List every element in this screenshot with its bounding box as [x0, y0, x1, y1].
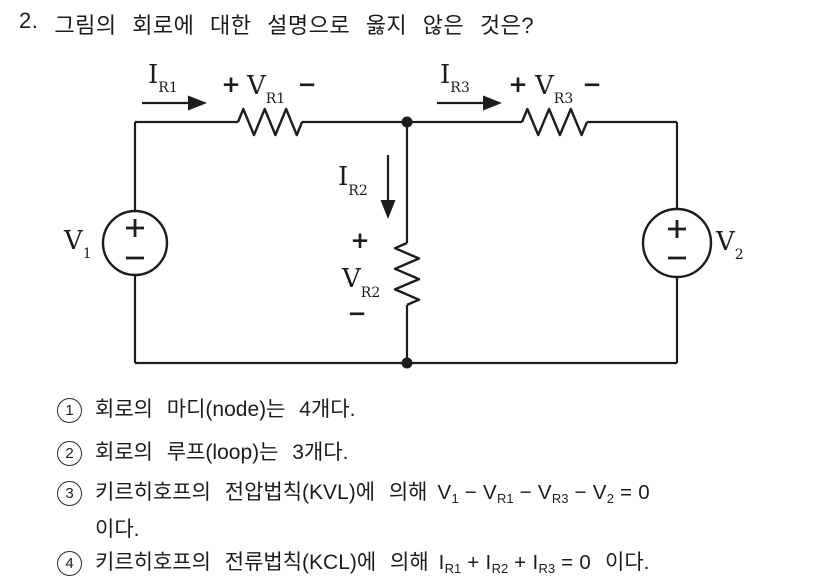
circuit-canvas: IR1 + VR1 − IR3 + VR3 − IR2 + VR2 − V1 V…	[63, 60, 744, 369]
option-3-text: 키르히호프의 전압법칙(KVL)에 의해	[95, 481, 428, 504]
node-dot-bottom	[401, 357, 413, 369]
arrow-ir2-head-icon	[380, 200, 396, 219]
label-v-r2-minus: −	[347, 301, 366, 327]
v2-circle	[641, 207, 713, 279]
option-2-number: 2	[57, 441, 82, 466]
label-v-r2-plus: +	[350, 228, 369, 254]
label-v-r2: VR2	[341, 264, 380, 301]
label-v-r3-minus: −	[582, 72, 601, 98]
label-v1: V1	[63, 226, 92, 262]
label-v-r1-plus: +	[221, 72, 240, 98]
option-2-text: 회로의 루프(loop)는 3개다.	[95, 441, 349, 464]
v2-plus-terminal-icon	[668, 220, 686, 238]
node-dot-top	[401, 116, 413, 128]
label-v-r1: VR1	[246, 71, 285, 107]
option-1: 1 회로의 마디(node)는 4개다.	[57, 397, 355, 423]
option-4-suffix: 이다.	[605, 551, 650, 574]
arrow-ir1-head-icon	[188, 95, 207, 111]
question-text: 그림의 회로에 대한 설명으로 옳지 않은 것은?	[54, 13, 535, 38]
voltage-source-v1	[101, 209, 169, 277]
label-i-r1: IR1	[148, 60, 178, 96]
v1-circle	[101, 209, 169, 277]
option-3-number: 3	[57, 481, 82, 506]
current-arrows	[142, 95, 502, 219]
resistors	[236, 107, 589, 307]
resistor-r3	[520, 107, 589, 137]
label-i-r3: IR3	[440, 60, 470, 96]
label-i-r2: IR2	[338, 162, 368, 199]
v1-plus-terminal-icon	[126, 219, 144, 237]
arrow-ir3-head-icon	[483, 95, 502, 111]
option-4-formula: IR1 + IR2 + IR3 = 0	[438, 551, 592, 576]
label-v-r3: VR3	[534, 71, 573, 107]
option-1-number: 1	[57, 398, 82, 423]
option-4: 4 키르히호프의 전류법칙(KCL)에 의해 IR1 + IR2 + IR3 = …	[57, 550, 650, 582]
option-4-text: 키르히호프의 전류법칙(KCL)에 의해	[95, 551, 429, 574]
resistor-r2	[393, 241, 421, 307]
option-2: 2 회로의 루프(loop)는 3개다.	[57, 440, 348, 466]
resistor-r1	[236, 107, 304, 137]
label-v-r3-plus: +	[508, 72, 527, 98]
label-v-r1-minus: −	[297, 72, 316, 98]
voltage-source-v2	[641, 207, 713, 279]
question-title: 2. 그림의 회로에 대한 설명으로 옳지 않은 것은?	[19, 8, 534, 40]
question-number: 2.	[19, 8, 39, 33]
option-1-text: 회로의 마디(node)는 4개다.	[95, 398, 356, 421]
option-3-suffix: 이다.	[95, 518, 140, 541]
option-3: 3 키르히호프의 전압법칙(KVL)에 의해 V1 − VR1 − VR3 − V…	[57, 480, 650, 543]
option-4-number: 4	[57, 551, 82, 576]
circuit-diagram: IR1 + VR1 − IR3 + VR3 − IR2 + VR2 − V1 V…	[0, 50, 826, 390]
label-v2: V2	[715, 227, 744, 263]
option-3-formula: V1 − VR1 − VR3 − V2 = 0	[437, 481, 650, 506]
